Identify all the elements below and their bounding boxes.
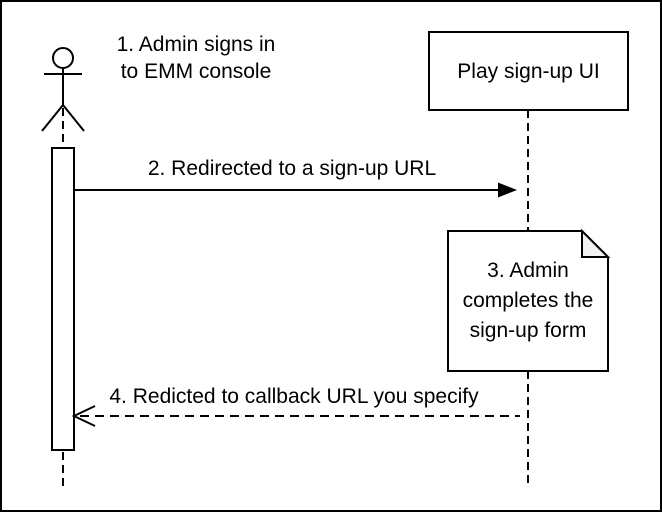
message-2-arrow xyxy=(74,182,517,198)
message-4-label: 4. Redicted to callback URL you specify xyxy=(109,385,479,408)
message-2-label: 2. Redirected to a sign-up URL xyxy=(147,157,437,180)
actor-figure xyxy=(41,47,85,132)
actor-activation-bar xyxy=(51,147,75,451)
message-4-arrow xyxy=(71,405,520,427)
note-label-line3: sign-up form xyxy=(469,319,587,342)
actor-leg-right xyxy=(62,104,85,132)
participant-label-play-signup-ui: Play sign-up UI xyxy=(457,59,600,83)
actor-label: 1. Admin signs in to EMM console xyxy=(96,31,296,85)
note-shape xyxy=(447,228,611,372)
note-outline xyxy=(447,230,609,372)
note-label: 3. Admin completes the sign-up form xyxy=(448,231,608,371)
actor-label-line2: to EMM console xyxy=(120,60,272,83)
note-label-line2: completes the xyxy=(462,289,594,312)
note-label-line1: 3. Admin xyxy=(487,259,569,282)
actor-leg-left xyxy=(41,104,64,132)
actor-head xyxy=(52,47,74,69)
message-4-arrowhead-open xyxy=(71,405,96,427)
note-fold-corner xyxy=(581,228,611,258)
message-2-arrowhead-filled xyxy=(498,182,517,198)
actor-label-line1: 1. Admin signs in xyxy=(116,33,276,56)
